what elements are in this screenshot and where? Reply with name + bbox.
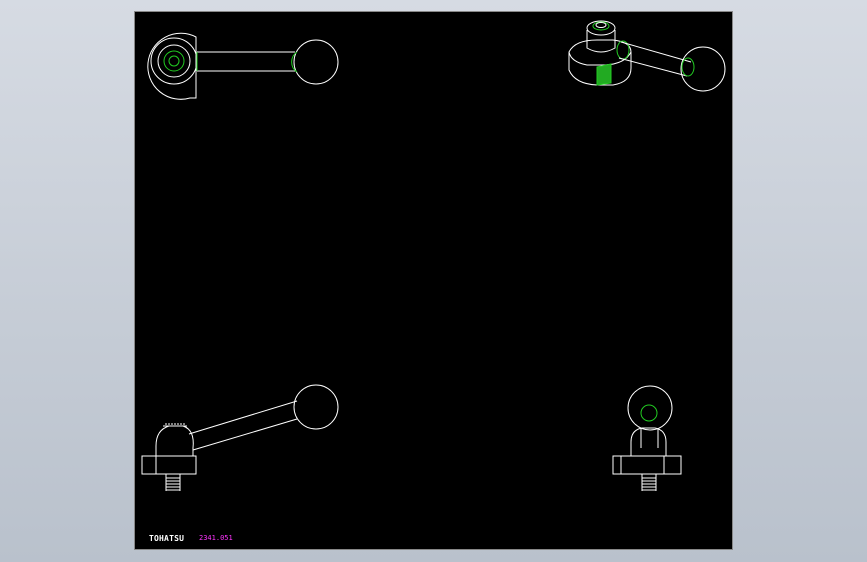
side-view-pivot xyxy=(640,404,658,422)
front-view-hub xyxy=(155,425,194,456)
top-view-bore xyxy=(163,50,185,72)
iso-flat-face xyxy=(596,63,612,86)
iso-knob xyxy=(680,46,726,92)
iso-arm-top xyxy=(620,41,692,63)
side-view-hub xyxy=(630,427,667,456)
side-view xyxy=(612,385,682,491)
side-view-thread-teeth xyxy=(642,477,656,491)
iso-knob-joint xyxy=(681,57,695,77)
iso-boss xyxy=(586,30,616,53)
isometric-view xyxy=(568,20,726,92)
front-view-thread-teeth xyxy=(166,477,180,491)
iso-base-top xyxy=(568,39,632,66)
side-view-knob xyxy=(627,385,673,431)
front-view xyxy=(141,384,339,491)
side-view-base xyxy=(612,455,682,475)
iso-bore-inner xyxy=(595,22,607,28)
top-view-knob-joint xyxy=(291,51,298,73)
front-view-arm-bottom xyxy=(192,418,298,451)
top-view-knob xyxy=(293,39,339,85)
iso-boss-top xyxy=(586,20,616,36)
top-view-bore-center xyxy=(168,55,180,67)
top-view-hub-inner xyxy=(157,44,191,78)
top-view-base-outline xyxy=(147,32,197,100)
front-view-knob xyxy=(293,384,339,430)
front-view-base xyxy=(141,455,197,475)
iso-arm-bottom xyxy=(618,57,688,77)
iso-base-body xyxy=(568,52,632,86)
drawing-sheet: TOHATSU 2341.051 xyxy=(135,12,732,549)
top-view xyxy=(147,32,339,100)
cad-drawing-canvas xyxy=(141,20,726,491)
front-view-arm-top xyxy=(188,400,298,435)
title-block-part-number: 2341.051 xyxy=(199,534,233,542)
iso-bore xyxy=(592,21,610,31)
title-block-brand: TOHATSU xyxy=(149,534,185,543)
